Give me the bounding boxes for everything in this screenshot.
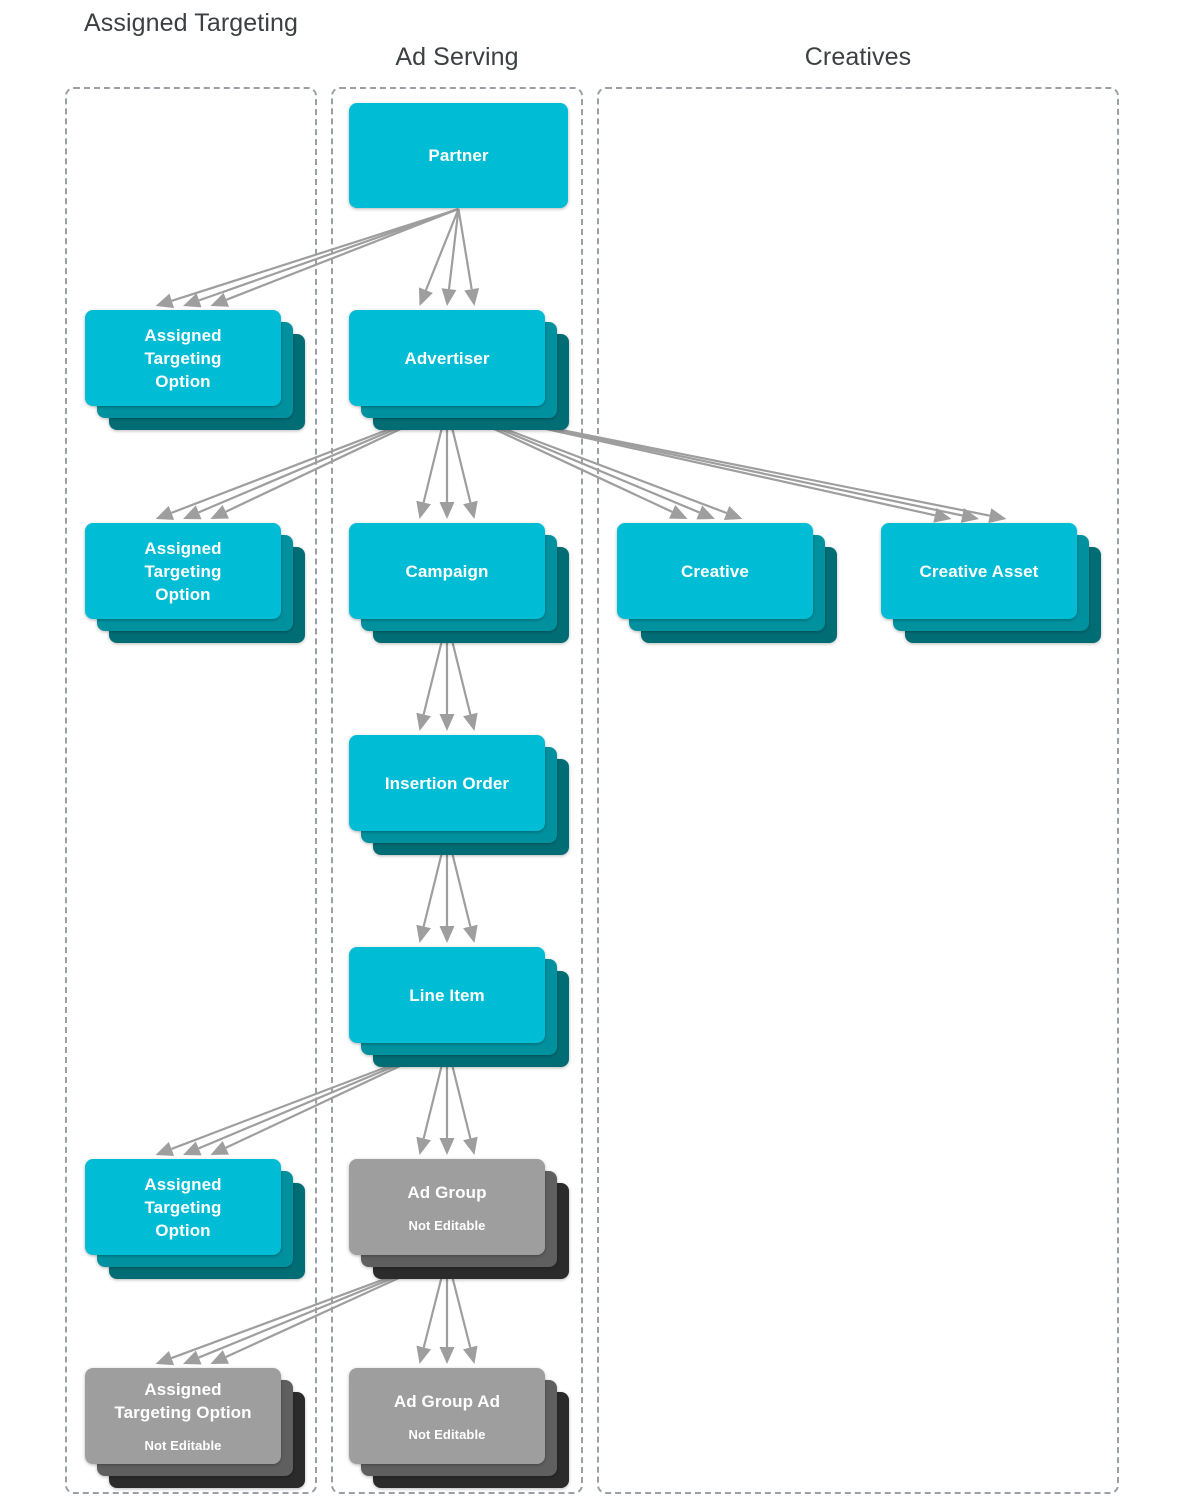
node-label-ad-group-ad: Ad Group Ad (393, 1391, 501, 1411)
edge-partner-to-advertiser (418, 208, 480, 306)
node-label-insertion-order: Insertion Order (384, 773, 510, 793)
column-header-assigned-targeting: Assigned Targeting (84, 9, 298, 37)
node-label-advertiser: Advertiser (404, 348, 490, 368)
node-creative-asset[interactable]: Creative Asset (881, 523, 1101, 643)
node-label-line-item: Line Item (409, 985, 485, 1005)
node-sublabel-ad-group-ad: Not Editable (408, 1426, 486, 1442)
node-label-creative-asset: Creative Asset (919, 561, 1039, 581)
node-face-partner[interactable]: Partner (349, 103, 568, 208)
node-sublabel-assigned-targeting-option-adgroup: Not Editable (144, 1438, 222, 1453)
node-campaign[interactable]: Campaign (349, 523, 569, 643)
node-sublabel-ad-group: Not Editable (408, 1217, 486, 1233)
group-box-creatives (597, 87, 1119, 1494)
node-face-insertion-order[interactable]: Insertion Order (349, 735, 545, 831)
node-insertion-order[interactable]: Insertion Order (349, 735, 569, 855)
node-line-item[interactable]: Line Item (349, 947, 569, 1067)
column-header-ad-serving: Ad Serving (395, 43, 519, 71)
node-label-campaign: Campaign (405, 561, 489, 581)
edge-ad-group-to-ad-group-ad (416, 1255, 478, 1364)
group-box-ad-serving (331, 87, 583, 1494)
column-header-creatives: Creatives (804, 43, 912, 71)
node-partner[interactable]: Partner (349, 103, 592, 232)
node-face-ad-group-ad[interactable]: Ad Group Ad Not Editable (349, 1368, 545, 1464)
node-face-advertiser[interactable]: Advertiser (349, 310, 545, 406)
node-label-partner: Partner (428, 146, 489, 165)
node-advertiser[interactable]: Advertiser (349, 310, 569, 430)
group-box-assigned-targeting (65, 87, 317, 1494)
edge-partner-to-assigned-targeting-option-partner (155, 207, 459, 308)
node-creative[interactable]: Creative (617, 523, 837, 643)
node-label-ad-group: Ad Group (407, 1182, 487, 1202)
node-face-campaign[interactable]: Campaign (349, 523, 545, 619)
node-label-creative: Creative (681, 561, 749, 581)
node-ad-group-ad[interactable]: Ad Group Ad Not Editable (349, 1368, 569, 1488)
node-face-line-item[interactable]: Line Item (349, 947, 545, 1043)
node-face-creative-asset[interactable]: Creative Asset (881, 523, 1077, 619)
node-face-creative[interactable]: Creative (617, 523, 813, 619)
